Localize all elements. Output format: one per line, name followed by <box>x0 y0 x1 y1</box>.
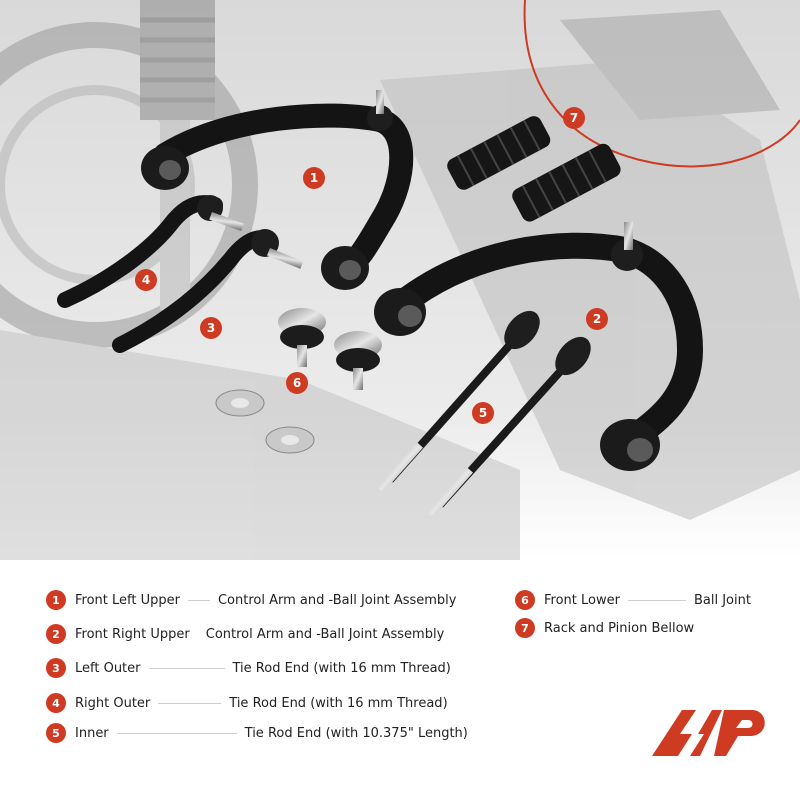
product-photo <box>0 0 800 560</box>
legend-number: 6 <box>515 590 535 610</box>
legend-item-6: 6 Front Lower Ball Joint <box>515 589 751 611</box>
legend-item-2: 2 Front Right Upper Control Arm and -Bal… <box>46 623 444 645</box>
legend-number: 7 <box>515 618 535 638</box>
legend-part-name: Right Outer <box>75 695 151 711</box>
legend-part-name: Rack and Pinion Bellow <box>544 620 695 636</box>
callout-badge-2: 2 <box>586 308 608 330</box>
callout-badge-7: 7 <box>563 107 585 129</box>
legend-number: 5 <box>46 723 66 743</box>
legend-divider <box>627 599 686 601</box>
legend-part-desc: Tie Rod End (with 16 mm Thread) <box>229 695 448 711</box>
legend-part-desc: Tie Rod End (with 10.375" Length) <box>244 725 468 741</box>
lower-ball-joints <box>215 308 382 454</box>
legend-number: 4 <box>46 693 66 713</box>
legend-part-desc: Ball Joint <box>693 592 751 608</box>
callout-badge-3: 3 <box>200 317 222 339</box>
left-outer-tie-rod-end <box>112 229 304 353</box>
legend-number: 3 <box>46 658 66 678</box>
accent-curve <box>523 0 800 168</box>
legend-part-name: Front Right Upper <box>75 626 190 642</box>
legend-number: 1 <box>46 590 66 610</box>
rack-pinion-bellows <box>447 116 621 222</box>
legend-part-name: Front Lower <box>544 592 620 608</box>
callout-badge-5: 5 <box>472 402 494 424</box>
inner-tie-rods <box>377 310 591 518</box>
legend-part-desc: Tie Rod End (with 16 mm Thread) <box>232 660 451 676</box>
callout-badge-6: 6 <box>286 372 308 394</box>
legend-item-4: 4 Right Outer Tie Rod End (with 16 mm Th… <box>46 692 448 714</box>
legend-divider <box>116 732 237 734</box>
legend-part-desc: Control Arm and -Ball Joint Assembly <box>205 626 445 642</box>
left-upper-control-arm <box>141 90 414 290</box>
legend-item-3: 3 Left Outer Tie Rod End (with 16 mm Thr… <box>46 657 451 679</box>
legend-divider <box>187 599 210 601</box>
legend-item-7: 7 Rack and Pinion Bellow <box>515 617 694 639</box>
legend-part-name: Left Outer <box>75 660 141 676</box>
legend-part-name: Inner <box>75 725 109 741</box>
legend-divider <box>158 702 222 704</box>
brand-logo-icon <box>652 710 765 756</box>
legend-number: 2 <box>46 624 66 644</box>
legend-item-5: 5 Inner Tie Rod End (with 10.375" Length… <box>46 722 468 744</box>
legend-part-desc: Control Arm and -Ball Joint Assembly <box>217 592 457 608</box>
legend-item-1: 1 Front Left Upper Control Arm and -Ball… <box>46 589 456 611</box>
legend-part-name: Front Left Upper <box>75 592 180 608</box>
callout-badge-1: 1 <box>303 167 325 189</box>
callout-badge-4: 4 <box>135 269 157 291</box>
right-outer-tie-rod-end <box>57 195 244 308</box>
right-upper-control-arm <box>374 222 704 471</box>
legend-divider <box>148 667 225 669</box>
